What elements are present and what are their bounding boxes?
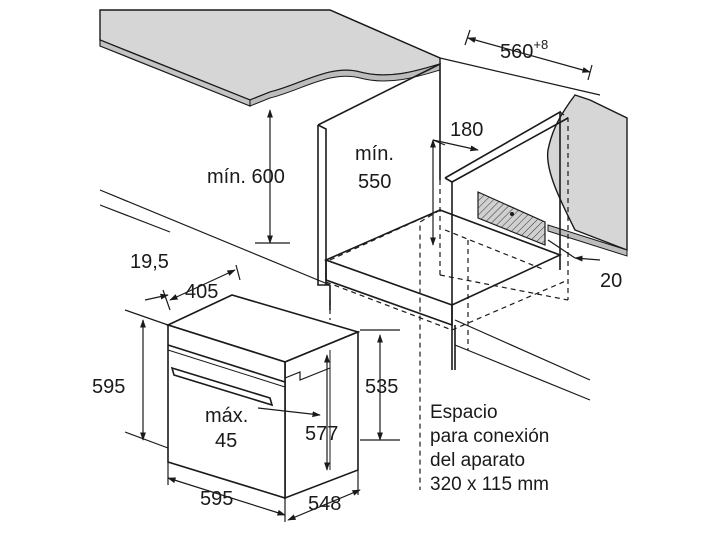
oven: [165, 294, 361, 500]
label-inner-height: 577: [305, 423, 338, 445]
label-min-depth-1: mín.: [355, 143, 394, 165]
label-oven-height: 595: [92, 376, 125, 398]
note-line-4: 320 x 115 mm: [430, 474, 549, 495]
connection-note: Espacio para conexión del aparato 320 x …: [430, 402, 549, 495]
label-front-offset: 19,5: [130, 251, 169, 273]
countertop-left: [99, 9, 441, 107]
dimension-lines: [124, 29, 601, 522]
label-vent-depth: 180: [450, 119, 483, 141]
dimension-labels: 560+8 mín. 600 mín. 550 180 20 19,5 405 …: [92, 37, 622, 515]
label-niche-width: 560+8: [500, 37, 548, 63]
label-oven-depth: 548: [308, 493, 341, 515]
note-line-1: Espacio: [430, 402, 498, 423]
label-max-1: máx.: [205, 405, 248, 427]
label-rear-gap: 20: [600, 270, 622, 292]
label-min-height: mín. 600: [207, 166, 285, 188]
label-max-2: 45: [215, 430, 237, 452]
connection-area: [477, 191, 546, 246]
wall-lines: [99, 9, 601, 401]
label-oven-width: 595: [200, 488, 233, 510]
note-line-2: para conexión: [430, 426, 549, 447]
label-oven-side-height: 535: [365, 376, 398, 398]
note-line-3: del aparato: [430, 450, 525, 471]
label-min-depth-2: 550: [358, 171, 391, 193]
hidden-lines: [325, 111, 569, 490]
label-depth-front: 405: [185, 281, 218, 303]
